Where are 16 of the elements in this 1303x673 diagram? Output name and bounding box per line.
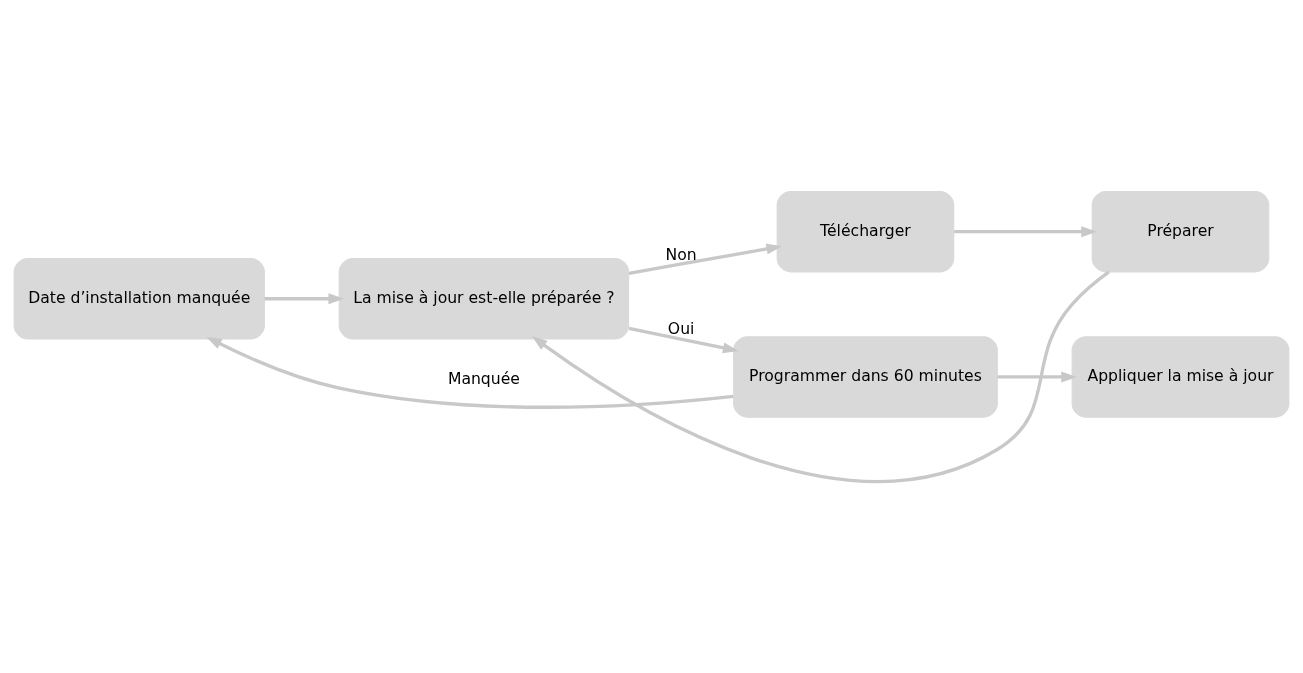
arrow	[997, 371, 1077, 383]
node-box: La mise à jour est-elle préparée ?	[338, 257, 630, 340]
arrow	[531, 270, 1110, 484]
node-box: Date d’installation manquée	[13, 257, 265, 340]
arrow	[954, 226, 1097, 238]
arrow	[264, 293, 345, 305]
node-box: Préparer	[1091, 190, 1270, 273]
node-box: Programmer dans 60 minutes	[733, 336, 998, 418]
node-box: Télécharger	[776, 190, 955, 273]
arrow	[628, 326, 739, 354]
edge-label: Oui	[667, 318, 695, 338]
edge-label: Non	[665, 244, 697, 264]
node-box: Appliquer la mise à jour	[1071, 336, 1290, 418]
edge-label: Manquée	[447, 368, 520, 388]
arrow	[206, 336, 734, 409]
arrow	[628, 243, 783, 275]
